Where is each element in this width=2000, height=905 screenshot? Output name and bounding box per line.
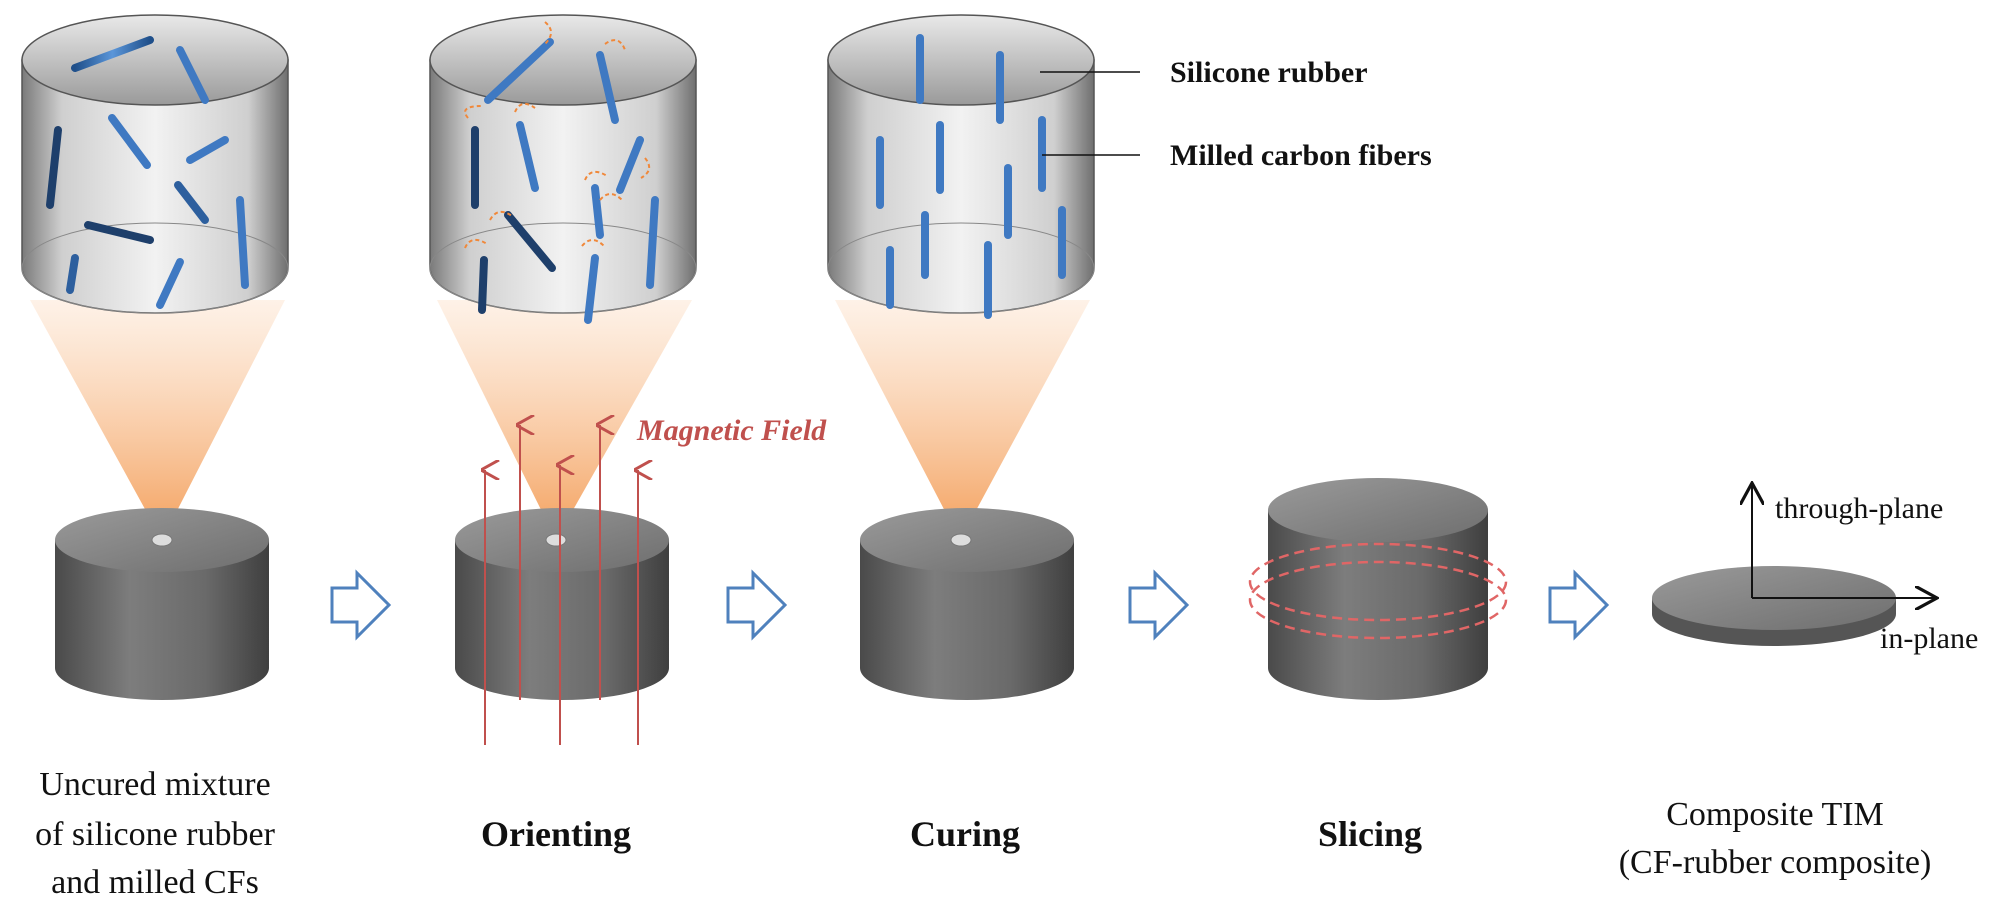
zoom-cone-3 xyxy=(835,300,1090,540)
slice-cut-rings xyxy=(1248,542,1508,640)
fibers-rotating xyxy=(471,38,659,324)
direction-axes xyxy=(1752,485,1935,598)
label-magnetic-field: Magnetic Field xyxy=(636,414,827,447)
zoom-cone-2 xyxy=(437,300,692,540)
cylinder-orienting xyxy=(455,508,669,700)
step-label-uncured: Uncured mixture of silicone rubber and m… xyxy=(35,766,275,901)
zoom-view-cured xyxy=(827,14,1095,319)
fibers-random xyxy=(46,36,249,309)
step-label-composite: Composite TIM (CF-rubber composite) xyxy=(1619,796,1932,881)
label-silicone-rubber: Silicone rubber xyxy=(1170,56,1368,89)
fibers-aligned xyxy=(876,34,1066,319)
step-curing: Curing xyxy=(910,814,1020,854)
composite-disc xyxy=(1652,566,1896,646)
legend-pointers xyxy=(1040,71,1140,156)
step-uncured-line-1: Uncured mixture xyxy=(39,766,270,803)
zoom-cones xyxy=(30,300,1090,540)
step-composite-line-2: (CF-rubber composite) xyxy=(1619,844,1932,881)
label-through-plane: through-plane xyxy=(1775,492,1943,525)
rotation-arrow-icons xyxy=(464,21,651,249)
process-arrow-icon-1 xyxy=(330,569,392,641)
step-uncured-line-3: and milled CFs xyxy=(51,864,259,901)
zoom-cone-1 xyxy=(30,300,285,540)
process-arrow-icon-3 xyxy=(1128,569,1190,641)
zoom-view-orienting xyxy=(429,14,697,324)
magnetic-field-arrows xyxy=(485,425,638,745)
step-composite-line-1: Composite TIM xyxy=(1666,796,1884,833)
process-arrow-icon-4 xyxy=(1548,569,1610,641)
zoom-view-uncured xyxy=(21,14,289,314)
cylinder-slicing xyxy=(1248,478,1508,700)
label-milled-carbon-fibers: Milled carbon fibers xyxy=(1170,139,1432,172)
cylinder-uncured xyxy=(55,508,269,700)
label-in-plane: in-plane xyxy=(1880,622,1978,655)
cylinder-cured xyxy=(860,508,1074,700)
process-arrow-icon-2 xyxy=(726,569,788,641)
step-orienting: Orienting xyxy=(481,814,631,854)
process-arrows xyxy=(330,569,1610,641)
step-slicing: Slicing xyxy=(1318,814,1422,854)
step-uncured-line-2: of silicone rubber xyxy=(35,816,275,853)
